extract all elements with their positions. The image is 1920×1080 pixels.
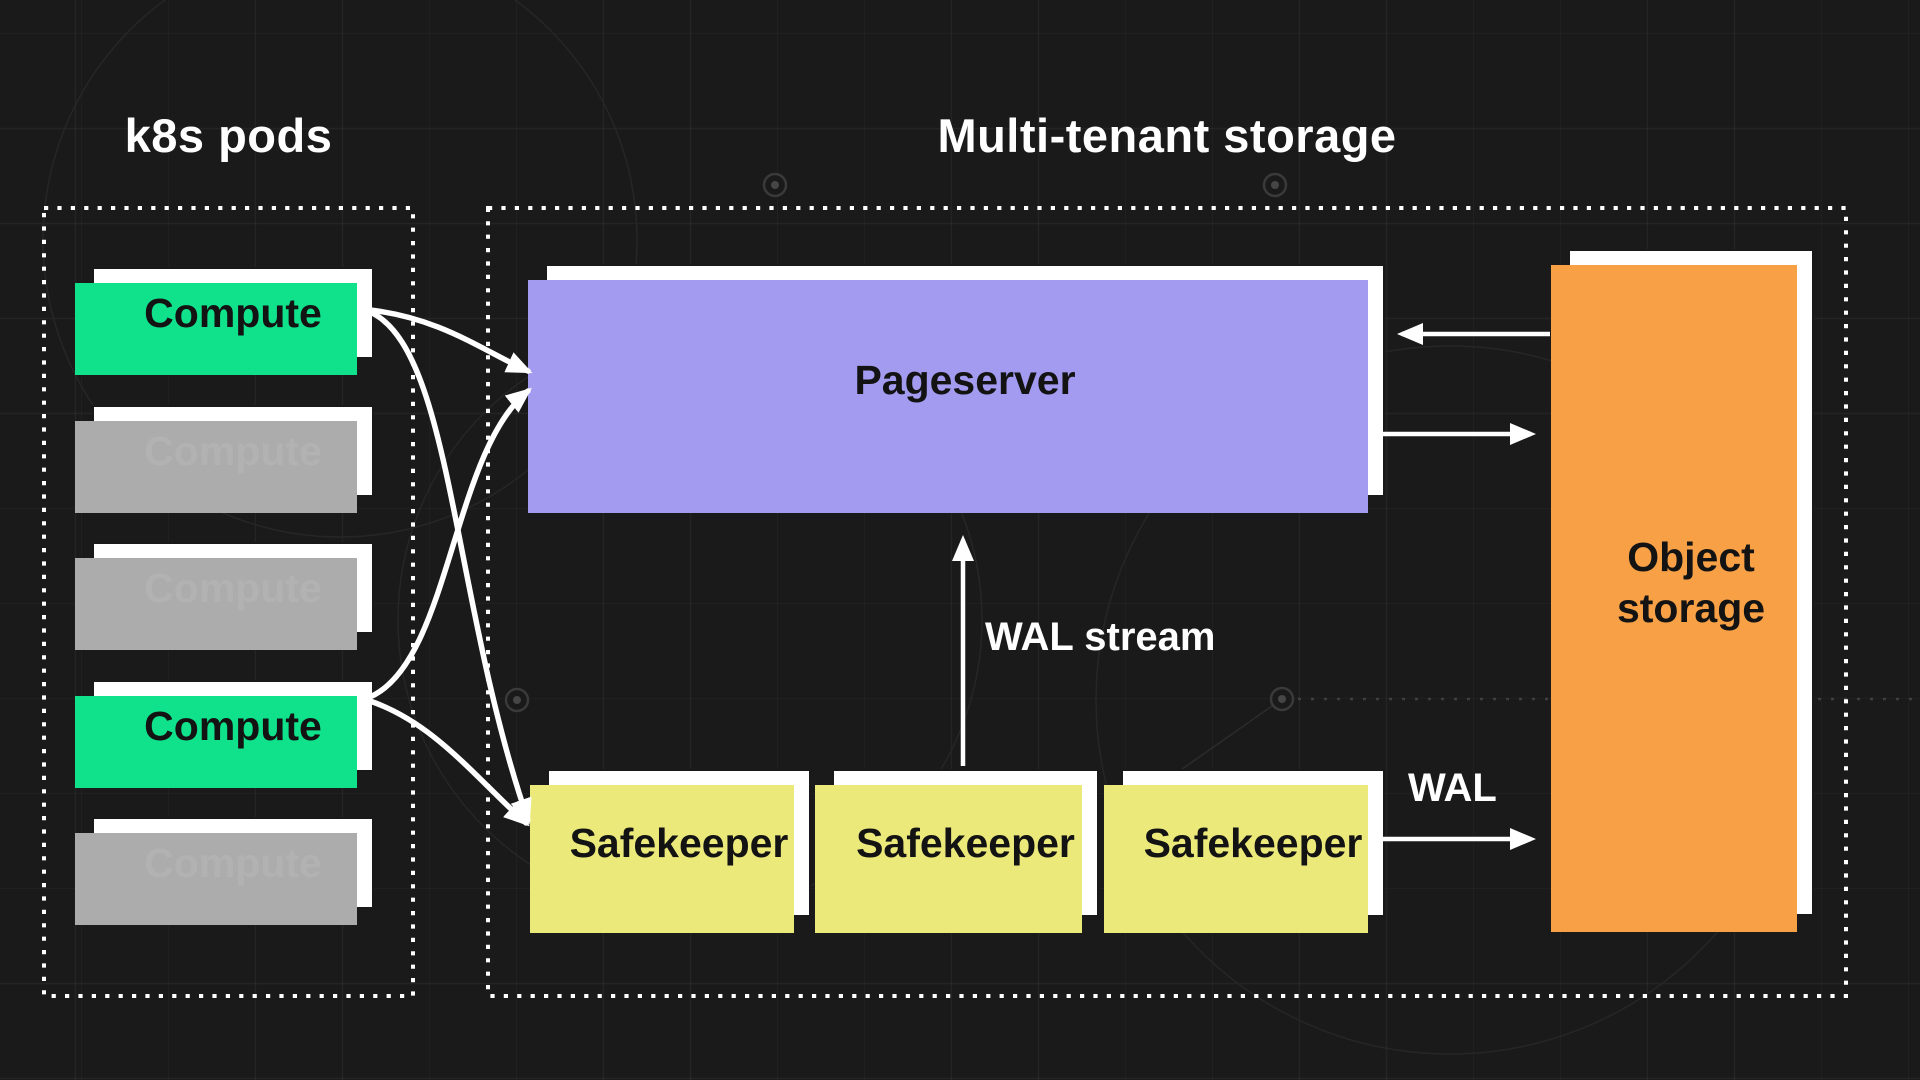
compute-node: Compute: [92, 542, 374, 634]
object-storage-node: Object storage: [1568, 249, 1814, 916]
compute-node-label: Compute: [144, 289, 322, 336]
compute-node-label: Compute: [144, 839, 322, 886]
wal-stream-label: WAL stream: [985, 615, 1216, 659]
compute-node-label: Compute: [144, 427, 322, 474]
compute-node: Compute: [92, 405, 374, 497]
k8s-pods-title: k8s pods: [124, 109, 333, 162]
multi-tenant-storage-title: Multi-tenant storage: [937, 109, 1397, 162]
compute-node: Compute: [92, 817, 374, 909]
compute-node: Compute: [92, 267, 374, 359]
safekeeper-node: Safekeeper: [832, 769, 1099, 917]
safekeeper-node: Safekeeper: [1121, 769, 1385, 917]
safekeeper-label: Safekeeper: [856, 819, 1075, 866]
grid-marker-ring: [762, 172, 788, 198]
grid-marker-ring: [1262, 172, 1288, 198]
k8s-pods-region-border: [42, 206, 415, 998]
safekeeper-label: Safekeeper: [569, 819, 789, 866]
compute-node-label: Compute: [144, 564, 322, 611]
safekeeper-node: Safekeeper: [547, 769, 811, 917]
safekeeper-label: Safekeeper: [1143, 819, 1363, 866]
grid-marker-ring: [504, 687, 530, 713]
grid-marker-ring: [1269, 686, 1295, 712]
pageserver-node: Pageserver: [545, 264, 1385, 497]
compute-node-label: Compute: [144, 702, 322, 749]
object-storage-label: Object storage: [1616, 534, 1766, 631]
pageserver-label: Pageserver: [854, 357, 1076, 403]
compute-node: Compute: [92, 680, 374, 772]
wal-label: WAL: [1408, 766, 1497, 810]
